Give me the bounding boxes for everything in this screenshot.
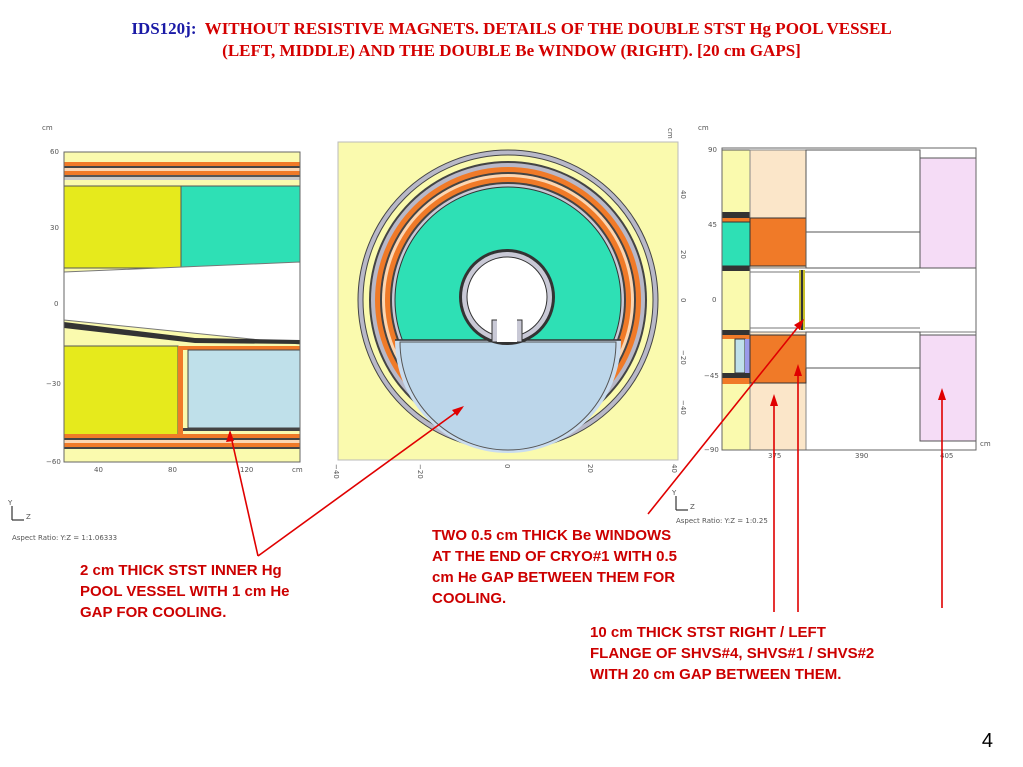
arrow-heads: [226, 319, 946, 442]
left-geometry-plot: cm 60 30 0 −30 −60 40 80 120 cm: [7, 124, 303, 542]
left-x-tick-80: 80: [168, 466, 177, 474]
right-unit-top: cm: [698, 124, 709, 132]
right-y-tick-neg90: −90: [704, 446, 719, 454]
left-y-tick-neg30: −30: [46, 380, 61, 388]
page-number: 4: [981, 730, 993, 752]
right-upper-stst-flange: [749, 217, 807, 267]
title-code: IDS120j:: [131, 19, 197, 38]
middle-bottom-tick-20: 20: [586, 464, 594, 473]
right-plot-frame: [721, 147, 977, 451]
left-axis-triad: Y Z: [7, 499, 31, 521]
arrow-to-middle-pool: [257, 407, 463, 557]
left-beam-pipe-wall: [64, 322, 300, 344]
left-y-tick-60: 60: [50, 148, 59, 156]
middle-bottom-tick-0: 0: [503, 464, 511, 468]
left-beam-channel: [64, 261, 300, 345]
arrow-to-be-windows: [647, 321, 803, 515]
arrow-to-left-vessel: [229, 431, 259, 557]
title-line-1: WITHOUT RESISTIVE MAGNETS. DETAILS OF TH…: [204, 19, 892, 38]
note-be-windows: TWO 0.5 cm THICK Be WINDOWS AT THE END O…: [432, 527, 678, 607]
middle-bottom-tick-40: 40: [670, 464, 678, 473]
left-plot-frame: [63, 151, 301, 463]
right-axis-triad: Y Z: [671, 489, 695, 511]
left-x-tick-120: 120: [240, 466, 253, 474]
middle-bottom-tick-neg40: −40: [332, 464, 340, 479]
left-hg-vessel-wall: [178, 346, 183, 442]
right-be-window-2: [803, 270, 805, 330]
middle-right-tick-neg40: −40: [679, 400, 687, 415]
left-x-tick-40: 40: [94, 466, 103, 474]
right-lower-pool-block: [734, 338, 746, 374]
middle-right-tick-20: 20: [679, 250, 687, 259]
right-unit-side: cm: [980, 440, 991, 448]
right-aspect-ratio: Aspect Ratio: Y:Z = 1:0.25: [676, 517, 768, 525]
note-hg-vessel: 2 cm THICK STST INNER Hg POOL VESSEL WIT…: [80, 562, 290, 621]
left-hg-pool: [187, 349, 300, 429]
middle-geometry-plot: cm 40 20 0 −20 −40 −40 −20 0 20 40: [332, 128, 687, 479]
middle-right-tick-0: 0: [679, 298, 687, 302]
middle-plot-frame: [337, 141, 679, 461]
svg-text:Z: Z: [26, 513, 31, 521]
right-y-tick-90: 90: [708, 146, 717, 154]
left-y-tick-30: 30: [50, 224, 59, 232]
right-upper-shielding: [919, 157, 976, 269]
note-flange: 10 cm THICK STST RIGHT / LEFT FLANGE OF …: [590, 624, 875, 683]
right-x-tick-390: 390: [855, 452, 868, 460]
right-geometry-plot: cm 90 45 0 −45 −90 375 390 405 cm: [671, 124, 991, 525]
middle-unit: cm: [666, 128, 674, 139]
slide-title: IDS120j: WITHOUT RESISTIVE MAGNETS. DETA…: [0, 18, 1023, 62]
left-upper-stst-shell: [64, 162, 300, 166]
left-aspect-ratio: Aspect Ratio: Y:Z = 1:1.06333: [12, 534, 117, 542]
middle-right-tick-neg20: −20: [679, 350, 687, 365]
svg-text:Y: Y: [7, 499, 13, 507]
left-upper-iron-block: [64, 185, 182, 269]
right-y-tick-0: 0: [712, 296, 716, 304]
title-line-2: (LEFT, MIDDLE) AND THE DOUBLE Be WINDOW …: [222, 41, 801, 60]
svg-text:Z: Z: [690, 503, 695, 511]
left-unit-bottom: cm: [292, 466, 303, 474]
left-lower-iron-block: [64, 345, 179, 443]
left-upper-mercury-block: [180, 185, 300, 269]
right-be-window-1: [799, 270, 801, 330]
right-y-tick-neg45: −45: [704, 372, 719, 380]
svg-text:Y: Y: [671, 489, 677, 497]
right-x-tick-405: 405: [940, 452, 953, 460]
left-y-tick-0: 0: [54, 300, 58, 308]
middle-right-tick-40: 40: [679, 190, 687, 199]
right-beam-channel: [749, 267, 976, 333]
right-y-tick-45: 45: [708, 221, 717, 229]
middle-bottom-tick-neg20: −20: [416, 464, 424, 479]
left-unit-top: cm: [42, 124, 53, 132]
left-lower-stst-shell: [64, 434, 300, 438]
right-gap-lower: [805, 331, 921, 369]
annotation-arrows: [229, 321, 943, 612]
left-y-tick-neg60: −60: [46, 458, 61, 466]
right-lower-shielding: [919, 334, 976, 442]
right-upper-mercury-block: [722, 221, 751, 267]
